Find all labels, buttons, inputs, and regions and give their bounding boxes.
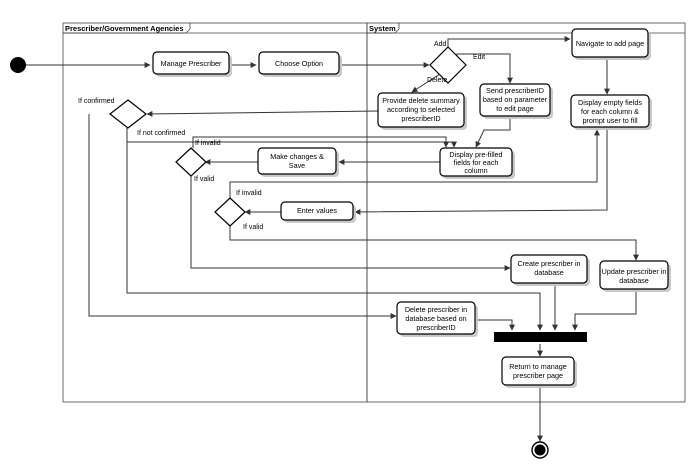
label-if-valid-2: If valid (243, 224, 263, 231)
edge-send-prefilled (475, 116, 511, 148)
label-delete: Delete (427, 77, 447, 84)
activity-text: database (534, 268, 564, 277)
activity-text: Send prescriberID (486, 86, 544, 95)
edge-delete-join (475, 319, 515, 331)
edge-valid-2 (229, 226, 639, 261)
lane-title-system: System (369, 24, 396, 33)
activity-manage-prescriber: Manage Prescriber (152, 51, 232, 77)
edge-confirmed (88, 114, 397, 319)
label-if-invalid-1: If invalid (195, 140, 221, 147)
activity-text: Choose Option (275, 59, 323, 68)
activity-text: Create prescriber in (517, 259, 580, 268)
decision-changes-valid (175, 147, 207, 177)
label-if-not-confirmed: If not confirmed (137, 130, 185, 137)
swimlane-system: System (366, 22, 686, 403)
edge-delete (411, 73, 441, 93)
end-node (531, 441, 549, 459)
label-edit: Edit (473, 54, 485, 61)
activity-create-prescriber: Create prescriber in database (510, 254, 590, 286)
activity-text: to edit page (496, 104, 534, 113)
activity-delete-prescriber: Delete prescriber in database based on p… (396, 301, 478, 337)
start-node (10, 57, 26, 73)
activity-text: column (464, 166, 487, 175)
activity-display-prefilled: Display pre-filled fields for each colum… (439, 147, 515, 179)
activity-text: for each column & (581, 107, 639, 116)
edge-to-join (126, 104, 543, 331)
activity-text: Make changes & (270, 152, 324, 161)
activity-text: Update prescriber in (602, 267, 667, 276)
activity-text: based on parameter (483, 95, 548, 104)
activity-make-changes: Make changes & Save (257, 147, 339, 177)
activity-text: Display empty fields (578, 98, 642, 107)
activity-text: Delete prescriber in (405, 305, 467, 314)
activity-text: database (619, 276, 649, 285)
edge-summary-confirm (146, 110, 380, 117)
decision-confirmed (109, 99, 147, 129)
activity-text: Enter values (297, 206, 337, 215)
label-if-valid-1: If valid (194, 176, 214, 183)
activity-choose-option: Choose Option (258, 51, 342, 77)
label-if-invalid-2: If invalid (236, 190, 262, 197)
edge-edit (456, 53, 513, 84)
join-bar (494, 332, 587, 342)
activity-text: Save (289, 161, 305, 170)
label-if-confirmed: If confirmed (78, 98, 115, 105)
activity-delete-summary: Provide delete summary according to sele… (377, 92, 467, 130)
label-add: Add (434, 41, 447, 48)
edge-add (447, 36, 571, 47)
activity-text: prompt user to fill (582, 116, 638, 125)
activity-update-prescriber: Update prescriber in database (599, 260, 671, 292)
edge-valid-1 (190, 176, 511, 271)
activity-navigate-add: Navigate to add page (571, 28, 651, 60)
activity-text: prescriberID (416, 323, 455, 332)
edge-invalid-2 (229, 129, 600, 198)
activity-text: fields for each (454, 158, 499, 167)
decision-values-valid (214, 197, 246, 227)
activity-text: prescriber page (513, 371, 563, 380)
activity-enter-values: Enter values (280, 201, 356, 223)
activity-text: Display pre-filled (449, 150, 502, 159)
activity-text: Return to manage (509, 362, 567, 371)
decision-option (429, 46, 467, 84)
activity-text: prescriberID (401, 114, 440, 123)
activity-display-empty: Display empty fields for each column & p… (570, 94, 652, 130)
lane-title-prescriber: Prescriber/Government Agencies (65, 24, 184, 33)
activity-text: database based on (405, 314, 466, 323)
activity-send-prescriberid: Send prescriberID based on parameter to … (479, 83, 553, 119)
activity-text: Provide delete summary (382, 96, 460, 105)
edge-invalid-1 (192, 136, 449, 148)
activity-text: according to selected (387, 105, 455, 114)
edge-update-join (572, 290, 637, 331)
edges (25, 36, 639, 442)
activity-return-manage: Return to manage prescriber page (501, 356, 577, 388)
edge-display-enter (354, 127, 608, 215)
activity-text: Manage Prescriber (161, 59, 222, 68)
activity-text: Navigate to add page (576, 39, 644, 48)
